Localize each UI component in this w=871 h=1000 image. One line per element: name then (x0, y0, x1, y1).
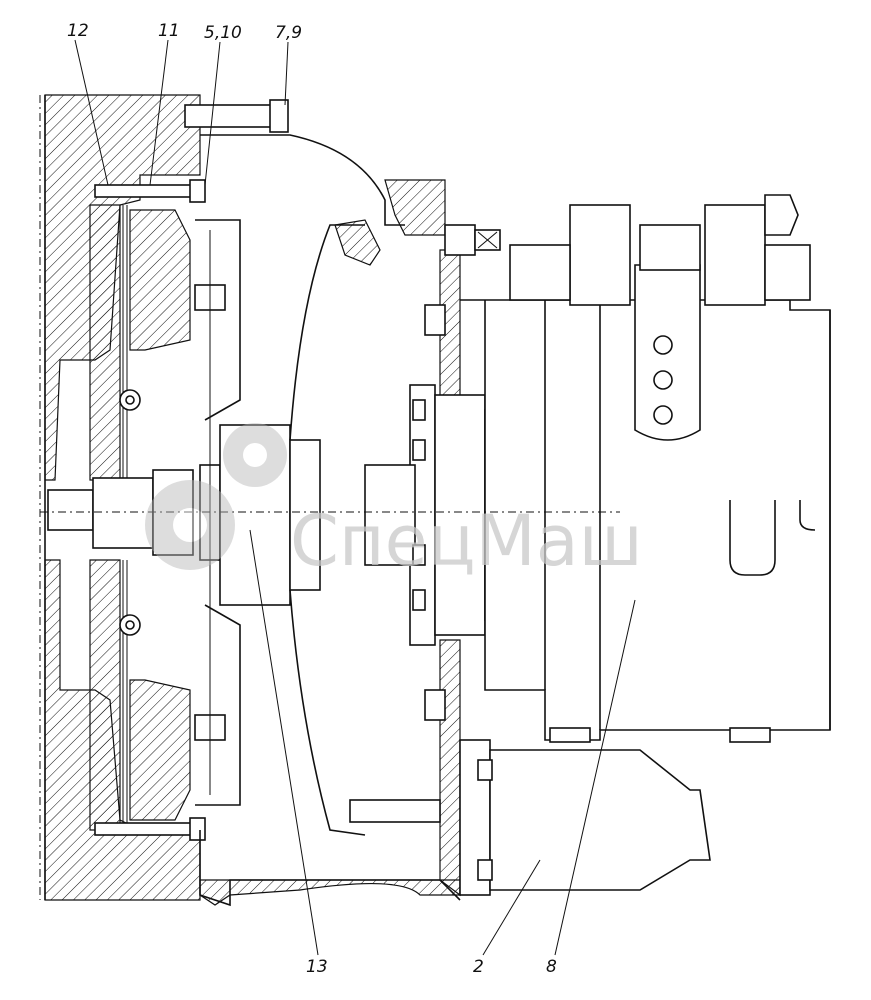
flywheel (89, 204, 191, 831)
shift-mechanism (444, 194, 811, 441)
leader-lines (74, 39, 636, 956)
input-shaft (47, 424, 321, 606)
callout-11: 11 (158, 21, 180, 41)
gear-icon (145, 423, 287, 570)
callout-2: 2 (473, 957, 484, 977)
clutch-housing (199, 134, 461, 907)
callout-8: 8 (546, 957, 557, 977)
pto-unit (349, 739, 711, 896)
watermark-text: СпецМаш (290, 500, 643, 582)
watermark: СпецМаш (145, 423, 643, 582)
clutch-bolts (94, 99, 289, 841)
callout-12: 12 (67, 21, 89, 41)
callout-5-10: 5,10 (204, 23, 242, 43)
callout-13: 13 (306, 957, 328, 977)
callout-7-9: 7,9 (275, 23, 302, 43)
gearbox-body (424, 299, 831, 743)
